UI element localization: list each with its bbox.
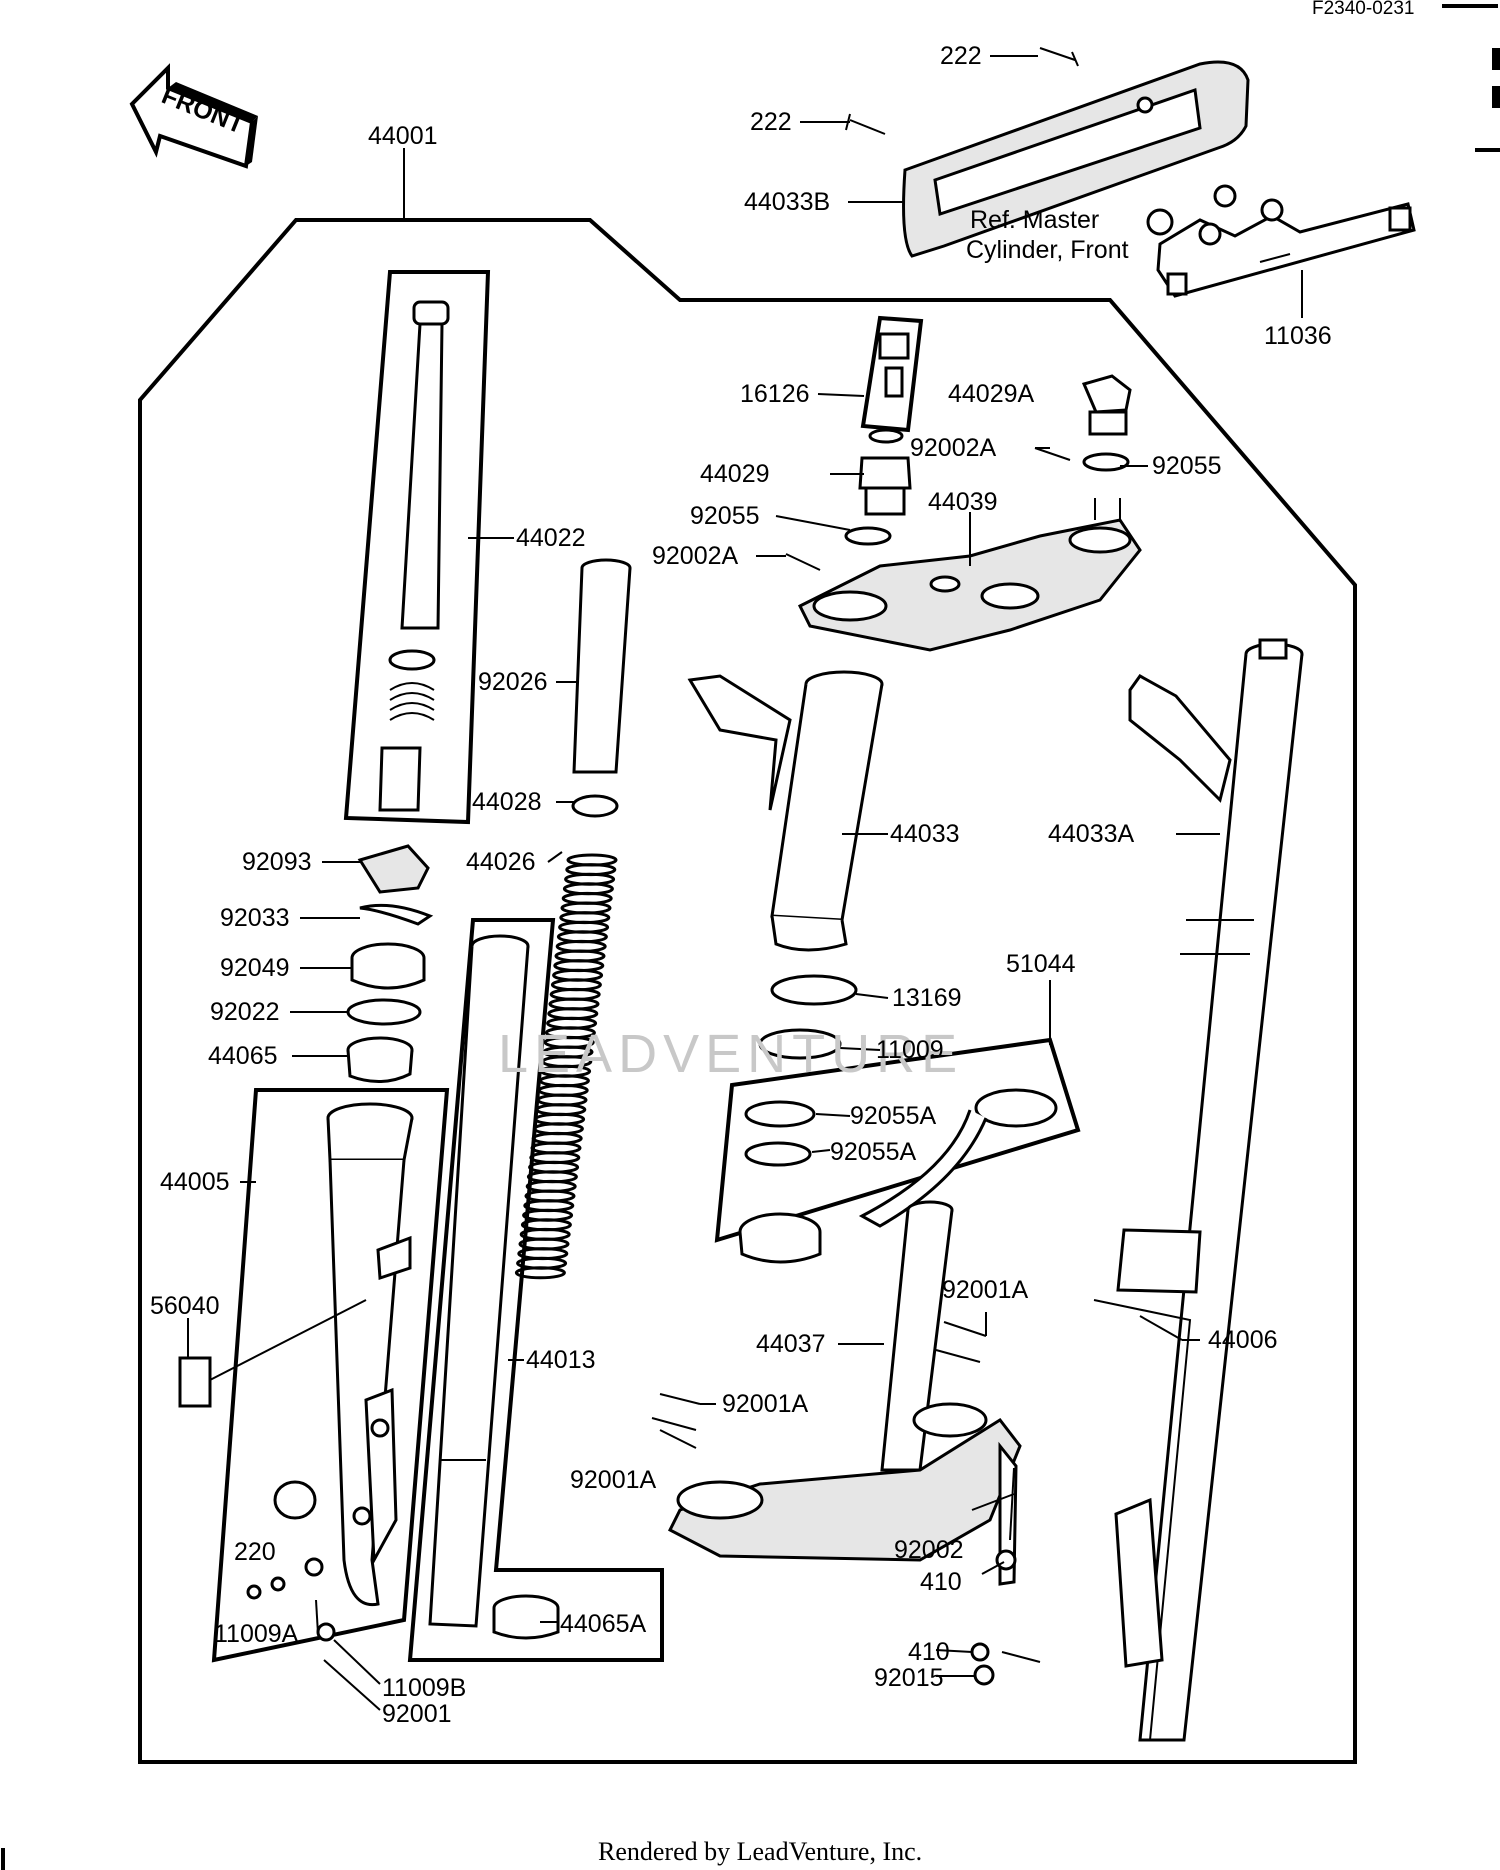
- part-label: 11036: [1264, 322, 1332, 350]
- part-label: 410: [920, 1568, 962, 1596]
- bolt-icon: [246, 447, 1071, 1686]
- fork-brace-box: [714, 1037, 1081, 1243]
- part-label: 222: [750, 108, 792, 136]
- part-label: 92093: [242, 848, 312, 876]
- part-label: 44065: [208, 1042, 278, 1070]
- part-label: 92015: [874, 1664, 944, 1692]
- corner-mark: [1492, 48, 1500, 70]
- part-label: 92033: [220, 904, 290, 932]
- spacer-tube-part: [571, 558, 632, 818]
- part-label: 222: [940, 42, 982, 70]
- seal-stack-part: [346, 844, 434, 1083]
- part-label: 44028: [472, 788, 542, 816]
- part-label: 44022: [516, 524, 586, 552]
- steering-stem-part: [667, 1200, 1022, 1586]
- hose-guide-part: [902, 60, 1250, 258]
- label-decal-icon: [178, 1356, 212, 1408]
- part-label: 92001A: [722, 1390, 809, 1418]
- inner-tube-part: [428, 934, 560, 1640]
- part-label: 92026: [478, 668, 548, 696]
- assembly-outline: [138, 218, 1357, 1764]
- bracket-part: [1146, 184, 1416, 298]
- spring-coil: [514, 1266, 566, 1280]
- part-label: 92001A: [570, 1466, 657, 1494]
- fork-brace-part: [738, 1088, 1058, 1264]
- part-label: 92001: [382, 1700, 452, 1728]
- leader-lines: [187, 55, 1303, 1711]
- part-label: 92055A: [850, 1102, 937, 1130]
- part-label: 11009A: [214, 1620, 299, 1648]
- inner-tube-box: [407, 918, 664, 1662]
- part-label: 92002A: [910, 434, 997, 462]
- part-label: 44037: [756, 1330, 826, 1358]
- damper-rod-part: [378, 300, 450, 812]
- damper-rod-box: [343, 270, 491, 825]
- footer-credit: Rendered by LeadVenture, Inc.: [598, 1837, 922, 1866]
- part-label: 44039: [928, 488, 998, 516]
- part-label: 44033: [890, 820, 960, 848]
- part-label: 92055A: [830, 1138, 917, 1166]
- part-label: 44026: [466, 848, 536, 876]
- part-label: 92002A: [652, 542, 739, 570]
- upper-bracket-part: [797, 498, 1142, 652]
- part-label: 44005: [160, 1168, 230, 1196]
- part-label: 13169: [892, 984, 962, 1012]
- part-label: 44013: [526, 1346, 596, 1374]
- part-label: 44006: [1208, 1326, 1278, 1354]
- part-label: 44065A: [560, 1610, 647, 1638]
- part-label: 44029A: [948, 380, 1035, 408]
- part-label: 92022: [210, 998, 280, 1026]
- part-label: 220: [234, 1538, 276, 1566]
- part-label: 44029: [700, 460, 770, 488]
- ref-note-line1: Ref. Master: [970, 206, 1099, 234]
- part-label: 11009: [876, 1036, 944, 1064]
- part-label: 51044: [1006, 950, 1076, 978]
- cap-bolt-part: [844, 332, 1132, 546]
- part-label: 11009B: [382, 1674, 466, 1702]
- left-fork-tube-part: [687, 670, 884, 1060]
- front-arrow-icon: FRONT: [129, 63, 258, 169]
- part-label: 92002: [894, 1536, 964, 1564]
- part-label: 92001A: [942, 1276, 1029, 1304]
- part-label: 92055: [690, 502, 760, 530]
- ref-note-line2: Cylinder, Front: [966, 236, 1129, 264]
- fork-spring-part: [514, 853, 618, 1280]
- corner-mark: [1492, 86, 1500, 108]
- part-label: 16126: [740, 380, 810, 408]
- part-label: 44033A: [1048, 820, 1135, 848]
- part-label: 44033B: [744, 188, 830, 216]
- right-fork-leg-part: [1093, 638, 1304, 1742]
- part-label: 410: [908, 1638, 950, 1666]
- diagram-code: F2340-0231: [1312, 0, 1414, 19]
- cap-bolt-box: [860, 315, 924, 433]
- part-label: 44001: [368, 122, 438, 150]
- watermark: LEADVENTURE: [498, 1024, 963, 1084]
- part-label: 92049: [220, 954, 290, 982]
- part-labels: 44001 222 222 44033B Ref. Master Cylinde…: [150, 42, 1332, 1728]
- outer-tube-box: [211, 1088, 450, 1663]
- outer-tube-part: [273, 1102, 414, 1607]
- part-label: 56040: [150, 1292, 220, 1320]
- part-label: 92055: [1152, 452, 1222, 480]
